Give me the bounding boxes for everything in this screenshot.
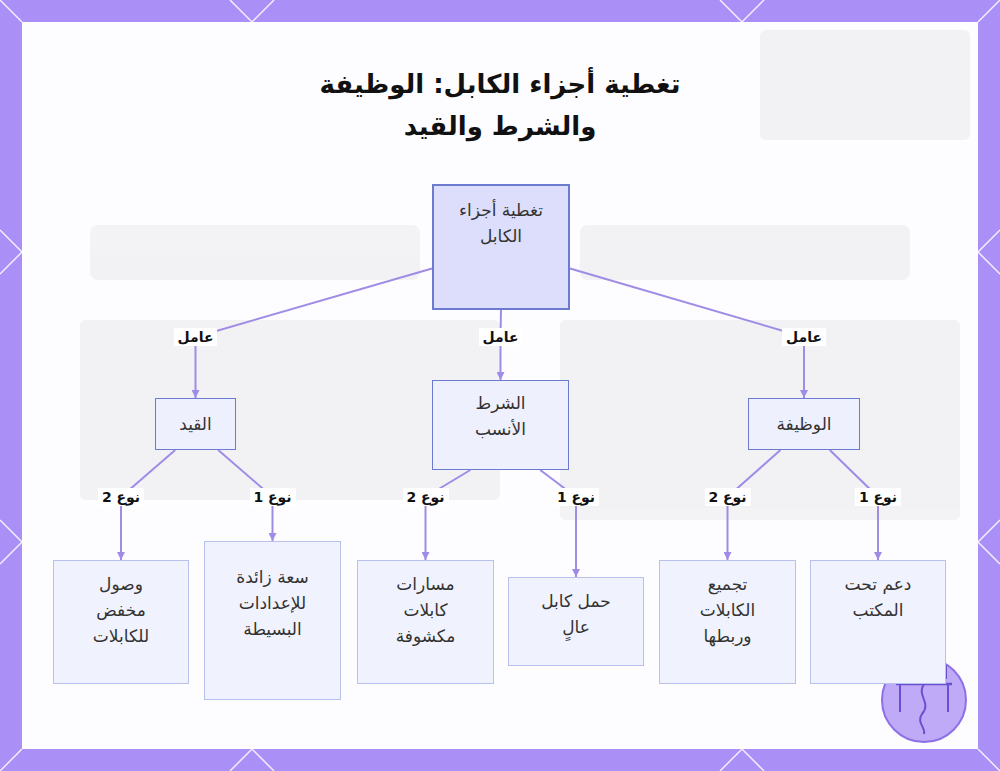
edge-label: نوع 1 — [553, 488, 599, 506]
connector-line — [540, 470, 576, 577]
edge-label: نوع 1 — [855, 488, 901, 506]
frame-line — [978, 749, 1000, 771]
frame-line — [720, 0, 764, 22]
frame-line — [978, 230, 1000, 274]
type-box: دعم تحت المكتب — [810, 560, 946, 684]
node-text: الوظيفة — [754, 411, 854, 437]
frame-line — [0, 520, 22, 564]
node-text: دعم تحت المكتب — [836, 571, 921, 623]
edge-label: عامل — [479, 328, 523, 346]
type-box: مسارات كابلات مكشوفة — [357, 560, 494, 684]
edge-label: نوع 2 — [98, 488, 144, 506]
edge-label: نوع 2 — [704, 488, 750, 506]
type-box: وصول مخفض للكابلات — [53, 560, 189, 684]
node-text: حمل كابل عالٍ — [534, 588, 619, 640]
faded-background-image — [80, 30, 970, 520]
factor-box: القيد — [155, 398, 236, 450]
node-text: تغطية أجزاء الكابل — [446, 197, 556, 249]
logo-cable — [920, 684, 925, 734]
faded-shape — [90, 225, 420, 280]
frame-line — [0, 230, 22, 274]
edge-label: نوع 2 — [402, 488, 448, 506]
page-background — [22, 22, 978, 749]
node-text: الشرط الأنسب — [463, 390, 538, 442]
node-text: سعة زائدة للإعدادات البسيطة — [223, 564, 323, 642]
node-text: مسارات كابلات مكشوفة — [383, 571, 468, 649]
type-box: حمل كابل عالٍ — [508, 577, 644, 666]
frame-line — [230, 749, 274, 771]
faded-shape — [760, 30, 970, 140]
edge-label: نوع 1 — [249, 488, 295, 506]
frame-line — [0, 749, 22, 771]
type-box: سعة زائدة للإعدادات البسيطة — [204, 541, 341, 700]
connector-line — [426, 470, 471, 560]
node-text: وصول مخفض للكابلات — [87, 571, 155, 649]
node-text: تجميع الكابلات وربطها — [685, 571, 770, 649]
edge-label: عامل — [174, 328, 218, 346]
logo-desk-leg — [899, 684, 901, 712]
frame-line — [230, 0, 274, 22]
frame-line — [720, 749, 764, 771]
frame-line — [978, 0, 1000, 22]
frame-line — [0, 0, 22, 22]
connector-line — [196, 268, 433, 398]
diagram-title: تغطية أجزاء الكابل: الوظيفة والشرط والقي… — [300, 63, 700, 147]
node-text: القيد — [158, 411, 233, 437]
logo-desk-leg — [947, 684, 949, 712]
factor-box: الوظيفة — [748, 398, 860, 450]
faded-shape — [580, 225, 910, 280]
root-box: تغطية أجزاء الكابل — [432, 184, 570, 310]
factor-box: الشرط الأنسب — [432, 380, 569, 470]
type-box: تجميع الكابلات وربطها — [659, 560, 796, 684]
frame-line — [978, 520, 1000, 564]
faded-shape — [560, 320, 960, 520]
edge-label: عامل — [782, 328, 826, 346]
connector-line — [570, 268, 804, 398]
